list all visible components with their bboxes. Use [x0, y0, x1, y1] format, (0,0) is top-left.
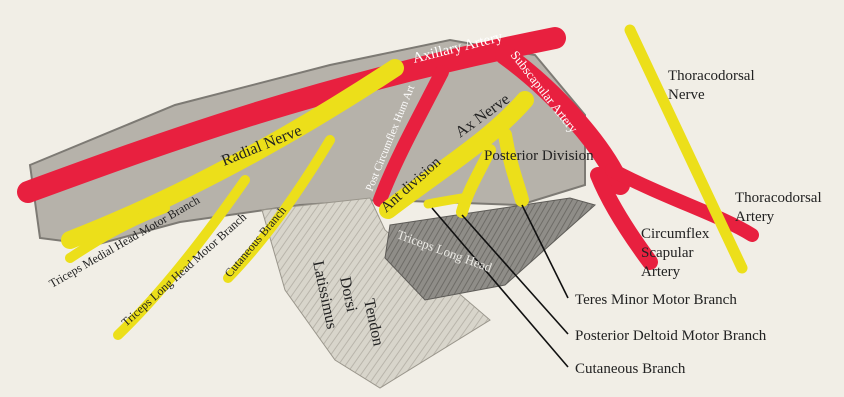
label-posterior-deltoid-motor-branch: Posterior Deltoid Motor Branch — [575, 328, 767, 344]
label-posterior-division: Posterior Division — [484, 148, 594, 164]
label-thoracodorsal-artery-2: Artery — [735, 209, 775, 225]
label-thoracodorsal-nerve-2: Nerve — [668, 87, 705, 103]
label-cutaneous-branch: Cutaneous Branch — [575, 361, 686, 377]
label-circumflex-scapular-2: Scapular — [641, 245, 693, 261]
label-circumflex-scapular-3: Artery — [641, 264, 681, 280]
label-thoracodorsal-nerve-1: Thoracodorsal — [668, 68, 755, 84]
label-thoracodorsal-artery-1: Thoracodorsal — [735, 190, 822, 206]
label-circumflex-scapular-1: Circumflex — [641, 226, 710, 242]
label-teres-minor-motor-branch: Teres Minor Motor Branch — [575, 292, 737, 308]
cutaneous-nerve-twig — [428, 198, 462, 204]
